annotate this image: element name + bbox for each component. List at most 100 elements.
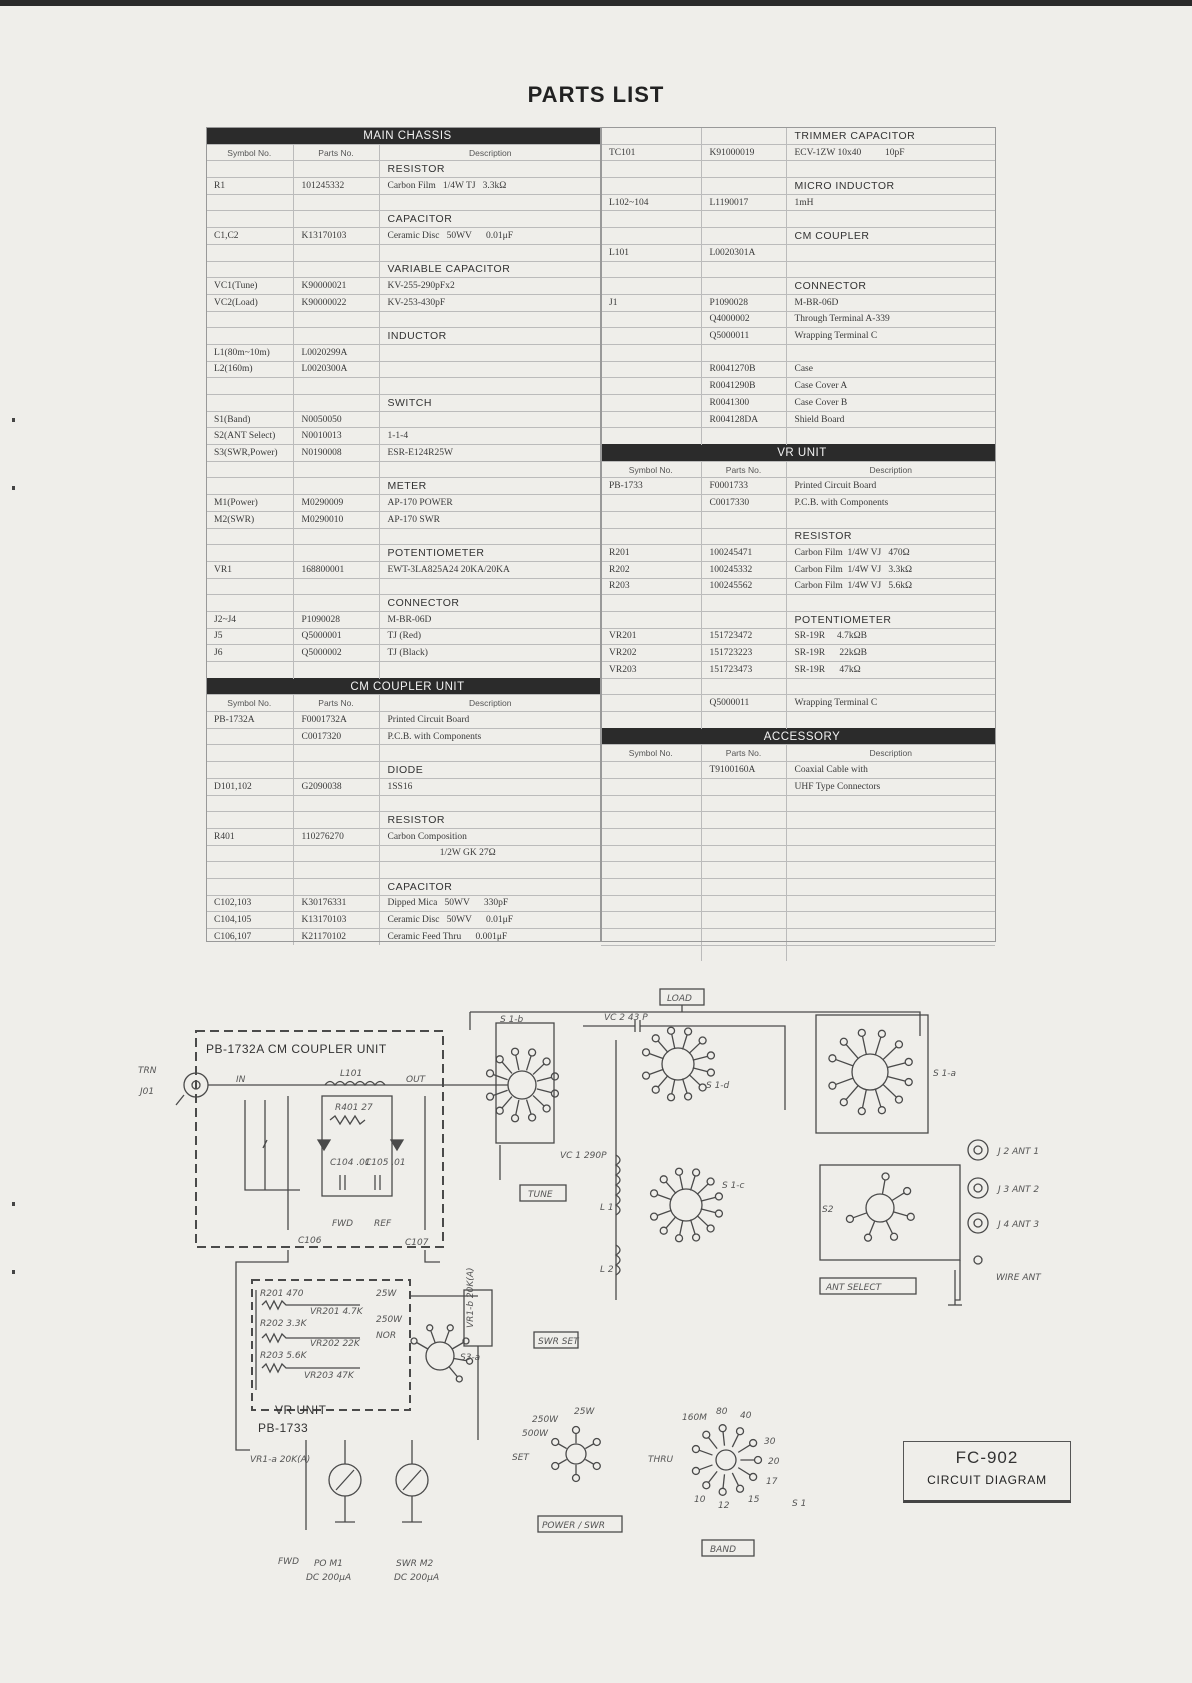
ant3-label: J 4 ANT 3 — [996, 1220, 1039, 1230]
r202-label: R202 3.3K — [260, 1319, 308, 1329]
blank-row — [601, 260, 995, 278]
s2-label: S2 — [822, 1205, 834, 1215]
empty-cell — [292, 310, 379, 328]
switch-contact — [906, 1212, 915, 1221]
empty-cell — [292, 394, 379, 412]
empty-cell — [601, 427, 701, 445]
empty-cell — [292, 594, 379, 612]
parts-table-left-frame — [206, 127, 601, 942]
empty-cell — [700, 928, 786, 946]
switch-contact — [748, 1472, 758, 1482]
category-label: CONNECTOR — [785, 277, 995, 295]
category-label: CONNECTOR — [378, 594, 602, 612]
empty-cell — [601, 944, 701, 962]
symbol-no-cell: M2(SWR) — [206, 510, 293, 528]
vr203-label: VR203 47K — [304, 1371, 355, 1381]
swr-set-label: SWR SET — [538, 1337, 580, 1347]
empty-cell — [378, 243, 602, 261]
description-cell — [378, 343, 602, 362]
empty-cell — [601, 527, 701, 545]
empty-cell — [601, 827, 701, 846]
description-cell: TJ (Black) — [378, 644, 602, 662]
blank-row — [601, 677, 995, 695]
empty-cell — [700, 944, 786, 962]
parts-no-cell: Q5000011 — [700, 694, 786, 712]
band-10-label: 10 — [694, 1495, 706, 1505]
switch-contact — [702, 1481, 711, 1490]
description-cell: Dipped Mica 50WV 330pF — [378, 894, 602, 912]
switch-contact — [485, 1092, 495, 1101]
empty-cell — [700, 527, 786, 545]
parts-no-cell: F0001733 — [700, 477, 786, 495]
empty-cell — [378, 794, 602, 812]
description-cell: KV-255-290pFx2 — [378, 277, 602, 295]
switch-contact — [659, 1175, 668, 1184]
empty-cell — [206, 661, 293, 679]
circuit-diagram: LOAD S 1-b VC 2 43 P PB-1732A CM COUPLER… — [138, 988, 1042, 1583]
binding-mark — [12, 1202, 15, 1206]
parts-no-cell: L0020300A — [292, 360, 379, 378]
description-cell: 1/2W GK 27Ω — [378, 844, 602, 862]
blank-row — [206, 744, 602, 762]
empty-cell — [785, 894, 995, 912]
empty-cell — [601, 811, 701, 829]
switch-contact — [904, 1057, 913, 1067]
empty-cell — [785, 794, 995, 812]
column-header-desc: Description — [378, 143, 602, 161]
empty-cell — [700, 677, 786, 695]
symbol-no-cell — [601, 410, 701, 428]
symbol-no-cell: VC2(Load) — [206, 293, 293, 312]
parts-no-cell: R0041270B — [700, 360, 786, 378]
column-header-symbol: Symbol No. — [206, 143, 293, 161]
empty-cell — [378, 744, 602, 762]
table-row: UHF Type Connectors — [601, 777, 995, 795]
switch-contact — [551, 1437, 560, 1447]
column-header-symbol: Symbol No. — [601, 460, 701, 478]
m1-label: PO M1 — [314, 1559, 343, 1569]
symbol-no-cell: C106,107 — [206, 927, 293, 945]
binding-mark — [12, 418, 15, 422]
section-header-row: VR UNIT — [601, 444, 995, 462]
blank-row — [601, 827, 995, 846]
description-cell — [378, 360, 602, 378]
switch-contact — [592, 1461, 601, 1471]
blank-row — [206, 794, 602, 812]
empty-cell — [700, 894, 786, 912]
s1c-label: S 1-c — [722, 1181, 745, 1191]
switch-contact — [828, 1081, 837, 1090]
blank-row — [601, 861, 995, 879]
switch-contact — [706, 1051, 716, 1060]
category-row: POTENTIOMETER — [206, 544, 602, 562]
binding-mark — [12, 486, 15, 490]
empty-cell — [785, 210, 995, 228]
s3a-label: S3-a — [460, 1353, 480, 1363]
description-cell: 1mH — [785, 193, 995, 211]
parts-no-cell: K13170103 — [292, 227, 379, 245]
symbol-no-cell: L2(160m) — [206, 360, 293, 378]
empty-cell — [206, 260, 293, 278]
category-label: SWITCH — [378, 394, 602, 412]
empty-cell — [700, 877, 786, 896]
switch-contact — [857, 1107, 866, 1116]
switch-contact — [863, 1233, 873, 1242]
symbol-no-cell — [601, 327, 701, 345]
nor-label: NOR — [376, 1331, 396, 1341]
empty-cell — [206, 594, 293, 612]
empty-cell — [785, 594, 995, 612]
blank-row — [206, 243, 602, 261]
blank-row — [601, 427, 995, 445]
switch-contact — [706, 1068, 716, 1077]
category-label: METER — [378, 477, 602, 495]
c105-label: C105 .01 — [365, 1158, 406, 1168]
switch-contact — [828, 1054, 837, 1063]
empty-cell — [206, 577, 293, 595]
switch-contact — [542, 1104, 551, 1113]
band-40-label: 40 — [740, 1411, 752, 1421]
symbol-no-cell: PB-1733 — [601, 477, 701, 495]
band-160-label: 160M — [682, 1413, 707, 1423]
